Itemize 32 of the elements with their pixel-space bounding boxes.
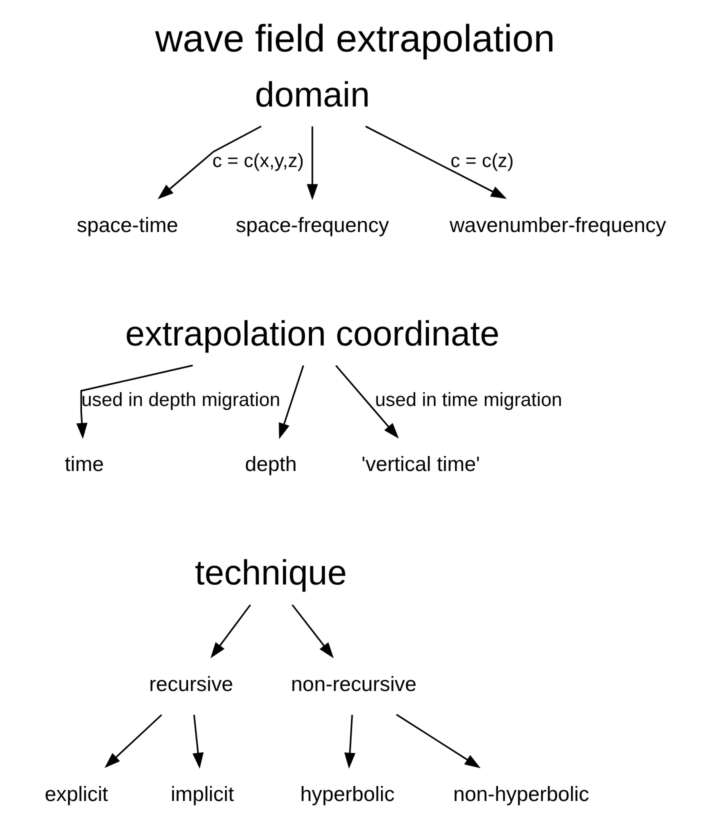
- node-text: explicit: [44, 783, 108, 806]
- node-text: time: [64, 453, 104, 476]
- arrow: [157, 126, 262, 200]
- arrow: [396, 714, 480, 768]
- arrow: [104, 714, 162, 768]
- arrow: [278, 365, 304, 440]
- edge-label: c = c(z): [450, 150, 514, 172]
- node-text: space-time: [76, 214, 178, 238]
- arrow: [192, 714, 204, 769]
- arrow: [306, 126, 318, 200]
- node-text: hyperbolic: [300, 783, 394, 806]
- node-text: recursive: [148, 673, 233, 696]
- edge-label: c = c(x,y,z): [212, 150, 304, 172]
- node-text: space-frequency: [235, 214, 388, 238]
- diagram-title: wave field extrapolation: [154, 18, 554, 61]
- node-text: extrapolation coordinate: [124, 314, 499, 354]
- node-text: domain: [254, 75, 370, 114]
- arrow: [344, 714, 355, 769]
- node-text: technique: [194, 554, 346, 593]
- arrow: [210, 604, 251, 658]
- arrow: [364, 126, 506, 199]
- node-text: non-recursive: [290, 673, 416, 696]
- edge-label: used in depth migration: [80, 390, 280, 412]
- node-text: 'vertical time': [361, 453, 480, 476]
- node-text: implicit: [170, 783, 234, 806]
- arrow: [334, 365, 398, 439]
- arrow: [76, 364, 192, 440]
- node-text: wavenumber-frequency: [449, 214, 666, 238]
- node-text: non-hyperbolic: [452, 783, 589, 806]
- node-text: depth: [244, 453, 296, 476]
- arrow: [291, 604, 334, 658]
- edge-label: used in time migration: [374, 390, 562, 412]
